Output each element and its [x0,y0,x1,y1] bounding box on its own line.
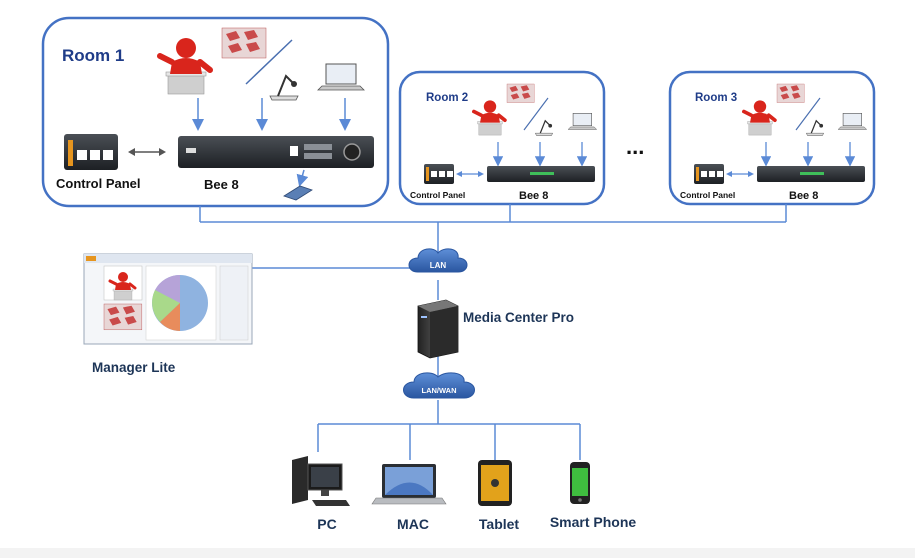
lan-cloud-icon: LAN [408,248,468,273]
lan-wan-cloud-icon: LAN/WAN [403,372,475,399]
lan-connector-lines [199,204,787,460]
smartphone-icon [570,462,590,504]
room-3-title: Room 3 [695,92,737,104]
bee8-recorder-icon [178,136,374,168]
client-mac-label: MAC [397,516,429,532]
media-center-pro-label: Media Center Pro [463,310,574,325]
pc-icon [292,456,350,506]
more-rooms-ellipsis: ... [626,134,644,159]
room-1-box: Room 1 Control Panel [41,16,390,208]
media-center-server-icon [417,299,459,359]
room-2-control-panel-label: Control Panel [410,190,465,200]
client-tablet-label: Tablet [479,516,520,532]
manager-lite-label: Manager Lite [92,360,176,375]
room-1-title: Room 1 [62,46,124,65]
room-1-control-panel-label: Control Panel [56,176,141,191]
control-panel-device-icon [694,164,724,184]
classroom-image-icon [506,83,535,103]
bidirectional-arrow [128,148,166,156]
control-panel-device-icon [424,164,454,184]
client-smart-phone-label: Smart Phone [550,514,637,530]
room-3-control-panel-label: Control Panel [680,190,735,200]
room-3-recorder-label: Bee 8 [789,190,818,202]
room-1-recorder-label: Bee 8 [204,177,239,192]
room-2-title: Room 2 [426,92,468,104]
bidirectional-arrow [456,171,484,177]
mac-icon [371,464,447,505]
room-2-box: Room 2 Control Panel Bee 8 [398,70,606,206]
manager-lite-screenshot-icon [83,253,253,345]
usb-drive-icon [283,185,313,201]
room-2-recorder-label: Bee 8 [519,190,548,202]
classroom-image-icon [776,83,805,103]
bidirectional-arrow [726,171,754,177]
bee8-recorder-icon [757,166,865,182]
room-3-box: Room 3 Control Panel Bee 8 [668,70,876,206]
lan-wan-label: LAN/WAN [422,386,457,395]
client-pc-label: PC [317,516,336,532]
lan-label: LAN [430,261,447,270]
tablet-icon [478,460,512,506]
control-panel-device-icon [64,134,118,170]
bottom-strip [0,548,915,558]
bee8-recorder-icon [487,166,595,182]
classroom-image-icon [221,27,267,59]
